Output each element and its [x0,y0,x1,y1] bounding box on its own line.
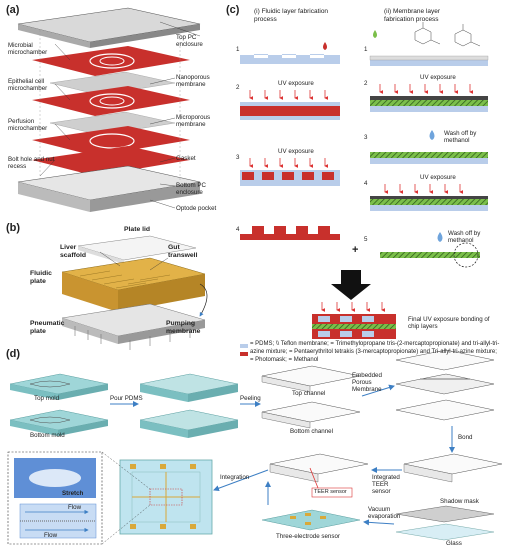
membrane-uv-1: UV exposure [420,74,456,81]
label-vacuum-evaporation: Vacuum evaporation [368,506,401,520]
membrane-uv-2: UV exposure [420,174,456,181]
label-microporous: Microporous membrane [176,114,211,128]
membrane-step-number-2: 2 [364,80,368,87]
label-bottom-channel: Bottom channel [290,428,333,435]
label-shadow-mask: Shadow mask [440,498,479,505]
panel-a-label: (a) [6,4,20,16]
panel-b-plate-stack [61,235,208,350]
panel-b-label: (b) [6,222,21,234]
fluidic-step-number-2: 2 [236,84,240,91]
label-stretch: Stretch [62,490,84,497]
label-optode: Optode pocket [176,205,217,212]
label-three-electrode: Three-electrode sensor [276,533,340,540]
membrane-step-number-5: 5 [364,236,368,243]
label-top-channel: Top channel [292,390,326,397]
fluidic-uv-1: UV exposure [278,80,314,87]
fluidic-step-1 [240,42,340,64]
label-flow-bottom: Flow [44,532,58,539]
label-epithelial: Epithelial cell microchamber [8,78,48,92]
label-bond: Bond [458,434,473,441]
membrane-step-number-4: 4 [364,180,368,187]
label-perfusion: Perfusion microchamber [8,118,48,132]
label-teer-sensor: TEER sensor [314,489,347,495]
fluidic-step-number-1: 1 [236,46,240,53]
label-pumping-membrane: Pumping membrane [166,320,201,335]
label-microbial: Microbial microchamber [8,42,48,56]
membrane-wash-2: Wash off by methanol [448,230,481,244]
final-bonding [312,302,396,339]
panel-c-fabrication [240,22,489,339]
col2-header: (ii) Membrane layer fabrication process [384,8,440,23]
col1-header: (i) Fluidic layer fabrication process [254,8,329,23]
label-top-mold: Top mold [34,395,60,402]
label-flow-top: Flow [68,504,82,511]
label-embedded-membrane: Embedded Porous Membrane [352,372,382,393]
membrane-step-1 [369,22,489,66]
label-gut-transwell: Gut transwell [168,244,198,259]
label-gasket: Gasket [176,155,196,162]
label-fluidic-plate: Fluidic plate [30,270,52,285]
label-pour-pdms: Pour PDMS [110,395,143,402]
membrane-step-4 [370,184,488,211]
label-nanoporous: Nanoporous membrane [176,74,210,88]
membrane-step-3 [370,130,488,164]
label-glass: Glass [446,540,462,547]
panel-c-legend: = PDMS; \\ Teflon membrane; = Trimethylo… [250,341,500,363]
label-integrated-teer: Integrated TEER sensor [372,474,400,495]
membrane-wash-1: Wash off by methanol [444,130,477,144]
label-bottom-mold: Bottom mold [30,432,65,439]
label-peeling: Peeling [240,395,261,402]
label-bolt-hole: Bolt hole and nut recess [8,156,55,170]
fluidic-step-2 [240,90,340,120]
fluidic-step-number-3: 3 [236,154,240,161]
fluidic-uv-2: UV exposure [278,148,314,155]
panel-a-exploded-chip [17,7,201,212]
label-plate-lid: Plate lid [124,226,151,233]
fluidic-step-3 [240,158,340,186]
panel-c-label: (c) [226,4,240,16]
membrane-step-number-3: 3 [364,134,368,141]
fluidic-step-4 [240,226,340,240]
label-liver-scaffold: Liver scaffold [60,244,87,259]
membrane-step-5 [380,232,480,268]
membrane-step-2 [370,84,488,112]
final-bonding-text: Final UV exposure bonding of chip layers [408,316,490,330]
plus-sign: + [352,244,359,256]
panel-d-fabrication [7,349,503,545]
down-arrow [331,270,371,300]
label-bottom-pc: Bottom PC enclosure [176,182,206,196]
fluidic-step-number-4: 4 [236,226,240,233]
panel-d-label: (d) [6,348,21,360]
label-pneumatic-plate: Pneumatic plate [30,320,65,335]
membrane-step-number-1: 1 [364,46,368,53]
label-top-pc: Top PC enclosure [176,34,203,48]
label-integration: Integration [220,474,250,481]
